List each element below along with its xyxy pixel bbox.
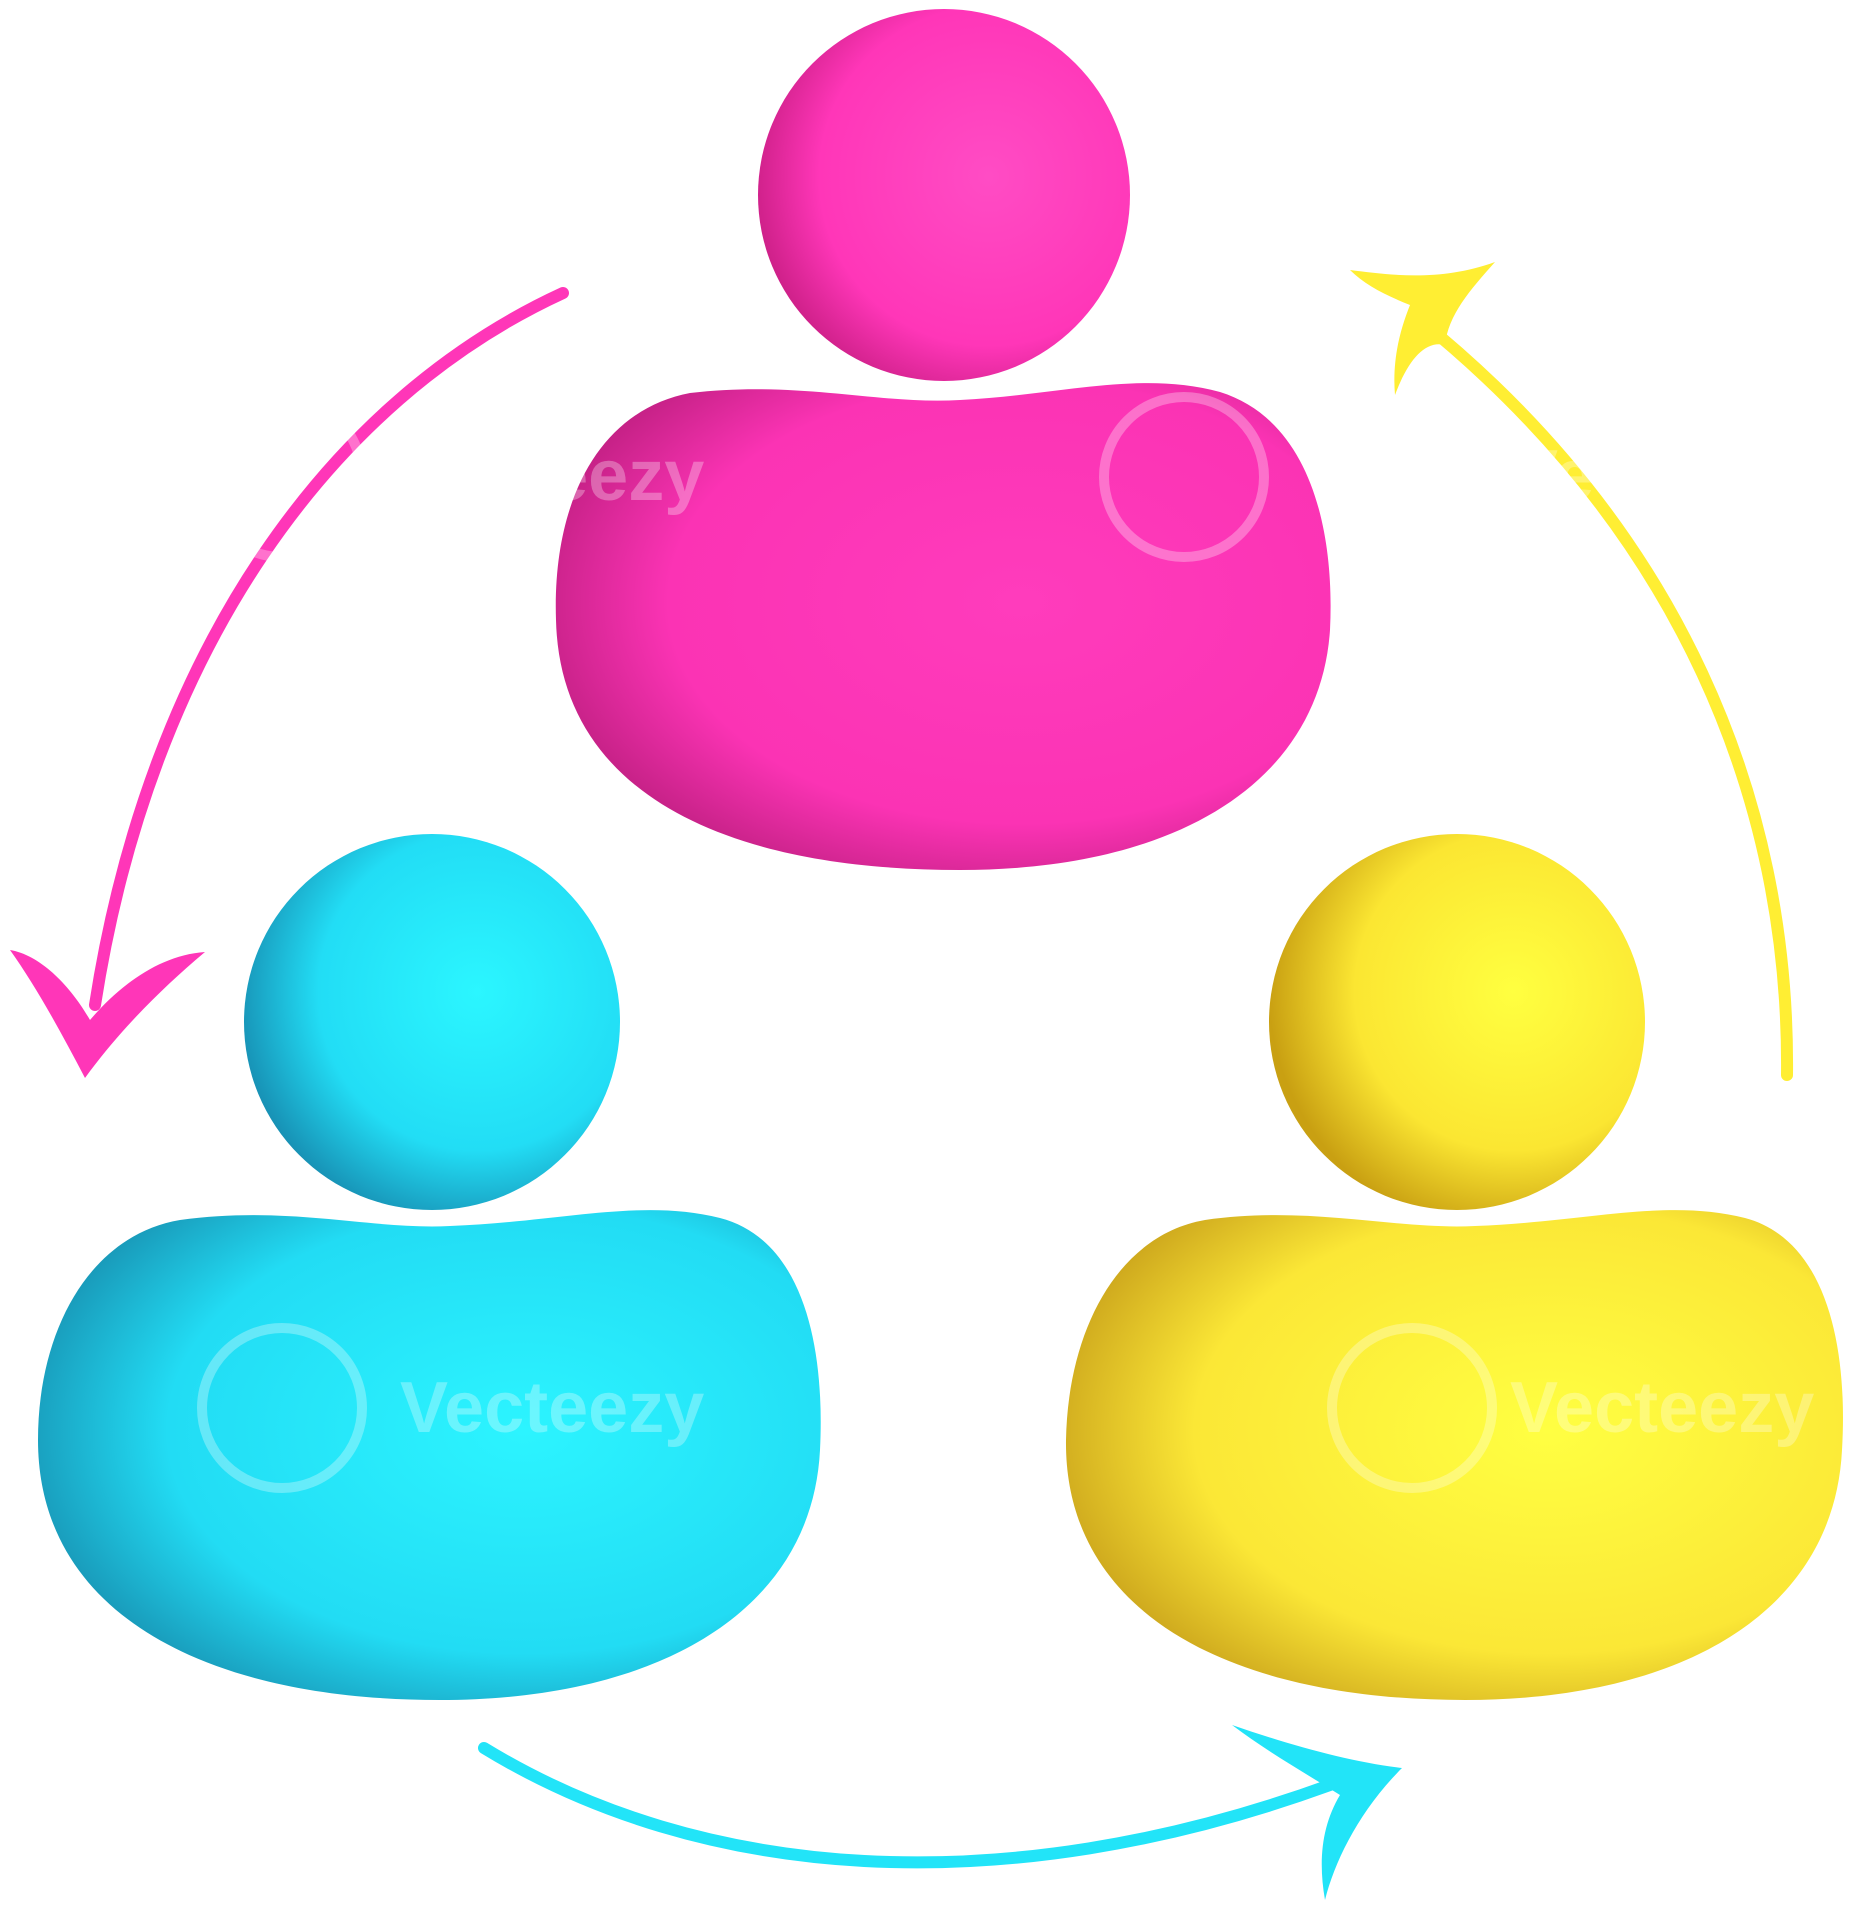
pink-person-head bbox=[758, 9, 1130, 381]
pink-person-icon bbox=[555, 9, 1331, 870]
cyan-cycle-arrow-icon bbox=[478, 1725, 1402, 1900]
watermark-text: Vecteezy bbox=[1510, 1368, 1814, 1448]
watermark-text: Vecteezy bbox=[400, 1368, 704, 1448]
yellow-arrow-shaft bbox=[1414, 314, 1794, 1081]
yellow-cycle-arrow-icon bbox=[1350, 262, 1794, 1081]
pink-arrowhead bbox=[10, 950, 205, 1078]
pink-arrow-shaft bbox=[89, 287, 569, 1011]
yellow-arrowhead bbox=[1350, 262, 1495, 395]
cyan-person-icon bbox=[38, 834, 821, 1700]
yellow-person-body bbox=[1065, 1210, 1843, 1700]
watermark-logo-icon bbox=[197, 392, 1497, 1493]
watermark-text: Vecteezy bbox=[400, 436, 704, 516]
watermark-layer: Vecteezy Vecteezy Vecteezy Vecteezy Vect… bbox=[197, 392, 1814, 1493]
yellow-person-icon bbox=[1065, 834, 1843, 1700]
cyan-person-head bbox=[244, 834, 620, 1210]
pink-person-body bbox=[555, 383, 1331, 870]
cyan-arrow-shaft bbox=[478, 1742, 1336, 1869]
cyan-arrowhead bbox=[1232, 1725, 1402, 1900]
pink-cycle-arrow-icon bbox=[10, 287, 569, 1078]
yellow-person-head bbox=[1269, 834, 1645, 1210]
cyan-person-body bbox=[38, 1210, 821, 1700]
watermark-text: Vecteezy bbox=[960, 911, 1264, 991]
watermark-text: Vecteezy bbox=[1510, 436, 1814, 516]
